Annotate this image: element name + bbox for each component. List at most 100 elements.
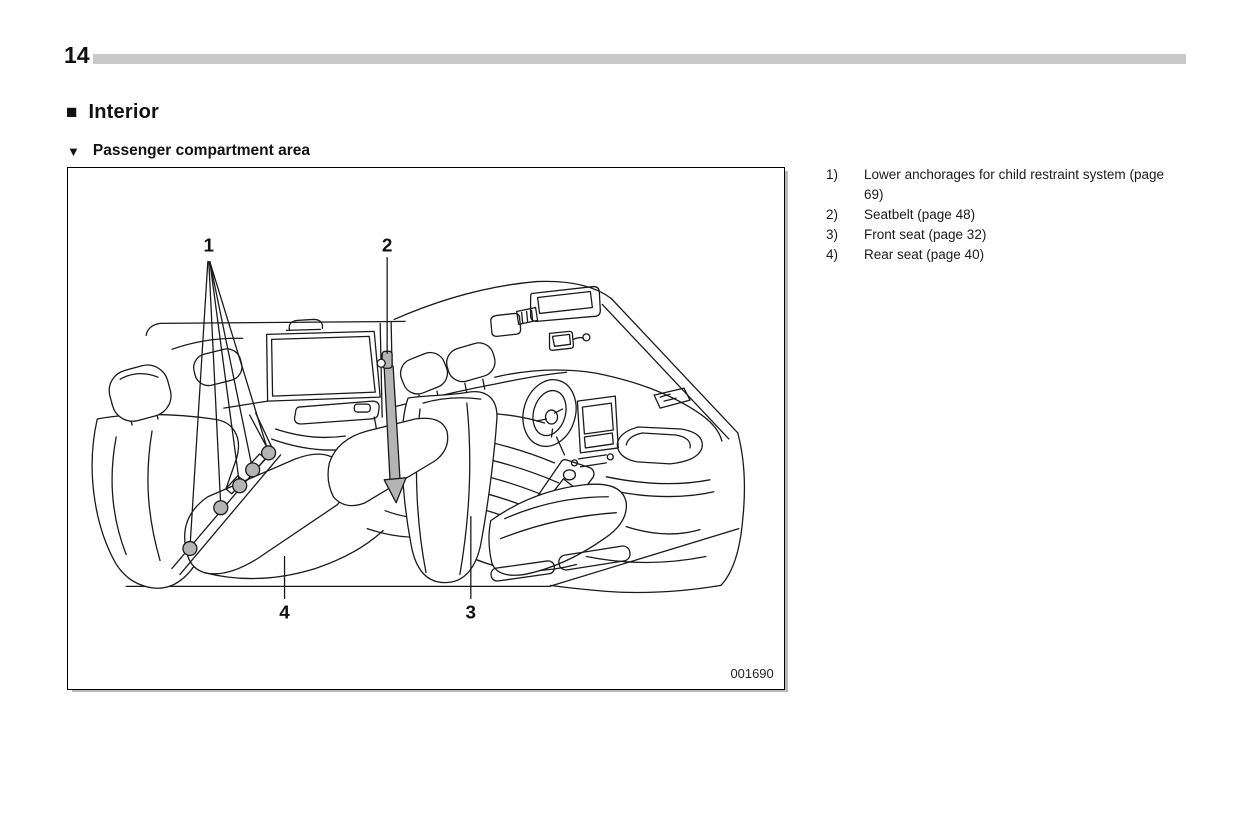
rear-door-window [265, 330, 381, 402]
door-pocket-line1 [274, 428, 346, 439]
door-pull-inner [625, 432, 691, 449]
rear-door-window-inner [270, 335, 376, 397]
window-switches [659, 393, 677, 402]
overhead-pod [490, 312, 522, 338]
anchor-leader-1 [209, 260, 270, 454]
legend-item-number: 2) [826, 207, 839, 222]
steering-wheel-outer [522, 379, 577, 448]
door-armrest-line1 [605, 476, 711, 485]
seat-rail-2 [558, 545, 631, 571]
legend-item-number: 4) [826, 247, 839, 262]
steering-hub [544, 409, 559, 425]
legend-item-number: 1) [826, 167, 839, 182]
rear-headrest-near [108, 364, 172, 422]
grab-handle-base [285, 328, 322, 332]
seatbelt-arrow [383, 477, 407, 504]
header-rule [93, 54, 1186, 64]
rearview-mirror [548, 330, 575, 351]
anchorage-point-3 [232, 478, 248, 494]
section-heading: ■ Interior [66, 101, 159, 124]
door-pull [616, 426, 703, 465]
shifter-knob [562, 469, 577, 481]
front-headrest-near [399, 351, 449, 395]
front-cushion-quilt2 [500, 512, 617, 540]
anchor-leader-2 [209, 260, 254, 471]
figure-code: 001690 [730, 666, 773, 681]
figure-passenger-compartment: 1 2 3 4 001690 [67, 167, 785, 690]
legend-item-4: 4) Rear seat (page 40) [826, 245, 1164, 265]
sill-line [548, 527, 740, 588]
anchorage-point-5 [182, 540, 198, 557]
legend-item-number: 3) [826, 227, 839, 242]
subsection-heading: ▼ Passenger compartment area [67, 142, 310, 160]
seat-bight-line2 [179, 454, 282, 576]
legend-item-text: Front seat (page 32) [864, 227, 987, 242]
body-right-edge [720, 432, 746, 587]
nav-lower-panel [583, 432, 614, 449]
legend-item-3: 3) Front seat (page 32) [826, 225, 1164, 245]
overhead-console [529, 285, 601, 323]
front-headrest-far [446, 342, 496, 383]
anchor-leader-3 [209, 260, 241, 487]
rear-headrest-crease [119, 373, 159, 380]
front-seatback-top [422, 397, 482, 404]
dash-top [494, 369, 723, 442]
door-handle-cup [353, 403, 371, 413]
legend-item-text: Seatbelt (page 48) [864, 207, 976, 222]
steering-spokes [535, 408, 564, 438]
callout-3: 3 [466, 602, 477, 623]
triangle-down-icon: ▼ [67, 143, 80, 159]
b-pillar [379, 322, 383, 418]
a-pillar [610, 297, 739, 434]
callout-1: 1 [204, 236, 215, 257]
front-door-bottom [549, 584, 722, 594]
sunglass-holder [516, 306, 539, 326]
parcel-shelf-line [171, 337, 244, 350]
legend-item-text: Lower anchorages for child restraint sys… [864, 167, 1164, 202]
roofline [145, 320, 406, 337]
legend-item-1: 1) Lower anchorages for child restraint … [826, 165, 1164, 205]
subsection-title: Passenger compartment area [92, 142, 310, 159]
page-number: 14 [64, 42, 90, 68]
beltline-left [223, 400, 269, 409]
map-light-lens [536, 290, 594, 315]
front-cushion-quilt1 [504, 496, 609, 520]
rearview-mirror-glass [551, 333, 572, 347]
a-pillar-inner [601, 303, 730, 440]
car-interior-line-drawing: 1 2 3 4 001690 [91, 236, 774, 681]
section-title: Interior [88, 101, 159, 123]
rear-bench-front [203, 529, 384, 580]
seatbelt-guide-ring [376, 358, 386, 368]
door-lower-line [585, 555, 707, 564]
stack-knob-right [606, 453, 614, 461]
anchor-leader-5 [189, 260, 209, 550]
grab-handle-icon [288, 318, 324, 332]
steering-wheel-inner [532, 389, 567, 437]
rear-cushion-far [327, 417, 449, 507]
nav-bezel [576, 395, 619, 454]
anchorage-point-4 [213, 500, 229, 516]
rear-door-armrest [293, 400, 380, 425]
window-switch-bezel [653, 387, 691, 409]
sunglass-ribs [520, 309, 534, 324]
anchorage-point-2 [245, 462, 261, 478]
mirror-mount [582, 333, 591, 342]
steering-column [555, 436, 566, 456]
anchor-leader-4 [208, 260, 222, 509]
front-seatback-bolster-r [459, 402, 471, 576]
legend-item-2: 2) Seatbelt (page 48) [826, 205, 1164, 225]
front-seat-cushion [488, 483, 627, 576]
callout-4: 4 [279, 602, 290, 623]
callout-2: 2 [382, 236, 393, 257]
section-square-icon: ■ [66, 102, 78, 123]
rear-seatback-quilt2 [147, 430, 161, 562]
legend-item-text: Rear seat (page 40) [864, 247, 985, 262]
figure-legend: 1) Lower anchorages for child restraint … [826, 165, 1164, 265]
seat-rail-1 [490, 560, 556, 582]
rear-belt-webbing [249, 412, 273, 448]
mirror-stem [572, 336, 585, 340]
door-speaker-arc [625, 525, 701, 535]
anchorage-point-1 [260, 445, 277, 461]
nav-screen [581, 402, 614, 435]
